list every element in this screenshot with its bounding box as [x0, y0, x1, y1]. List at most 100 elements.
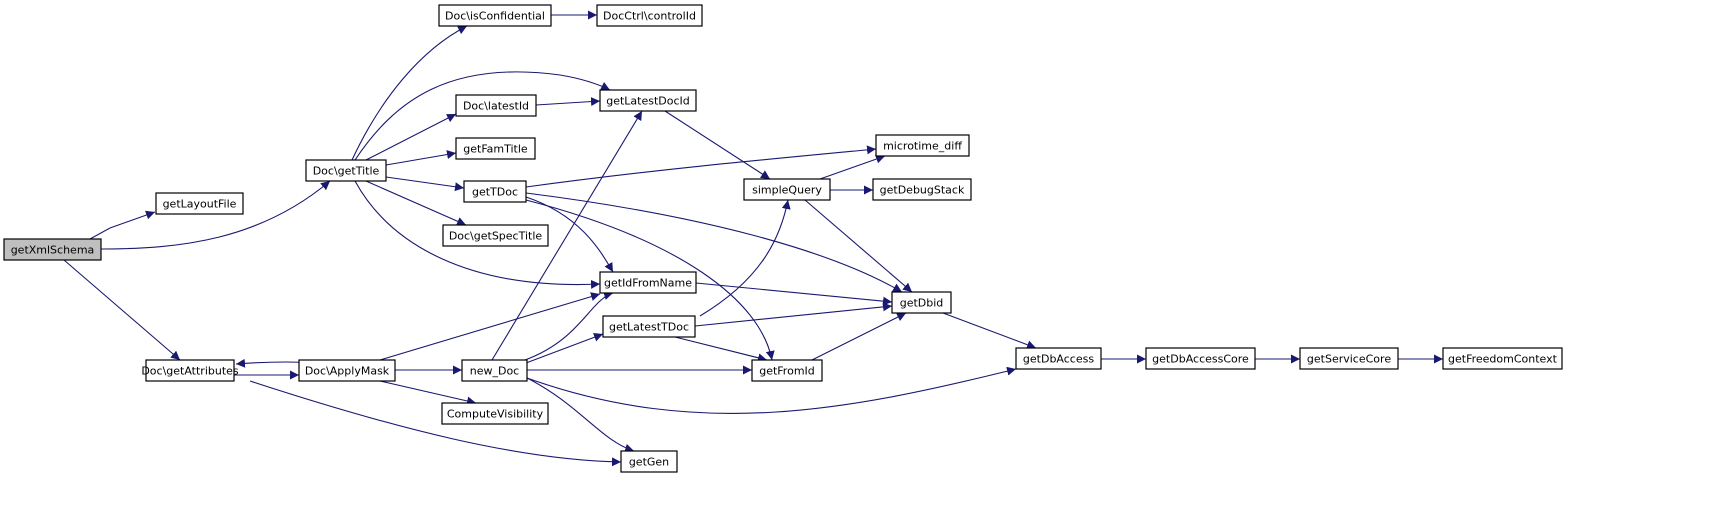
node-label: getLatestDocId [606, 95, 690, 108]
edge-getTDoc-to-getIdFromName [525, 196, 614, 273]
node-getTitle[interactable]: Doc\getTitle [305, 159, 387, 182]
node-label: getIdFromName [604, 277, 692, 290]
edge-getLatestTDoc-to-simpleQuery [699, 199, 791, 317]
node-label: Doc\isConfidential [445, 10, 545, 23]
node-getLayoutFile[interactable]: getLayoutFile [155, 192, 244, 215]
node-getLatestTDoc[interactable]: getLatestTDoc [602, 315, 696, 338]
edge-getTitle-to-getIdFromName [354, 180, 601, 289]
edge-new_Doc-to-getIdFromName [524, 291, 614, 361]
edge-new_Doc-to-getLatestTDoc [525, 332, 604, 364]
node-label: getTDoc [472, 186, 518, 199]
edge-simpleQuery-to-getDbid [804, 199, 913, 293]
node-label: getFreedomContext [1448, 353, 1558, 366]
node-ApplyMask[interactable]: Doc\ApplyMask [298, 359, 396, 382]
edge-getIdFromName-to-getDbid [695, 282, 893, 306]
node-box [155, 192, 244, 215]
edge-latestId-to-getLatestDocId [535, 97, 601, 107]
node-box [872, 178, 972, 201]
node-box [875, 134, 970, 157]
node-label: getDbAccessCore [1152, 353, 1249, 366]
node-label: getLatestTDoc [609, 321, 689, 334]
edge-new_Doc-to-getDbAccess [526, 366, 1017, 414]
edge-ApplyMask-to-getIdFromName [379, 292, 601, 361]
edge-getTitle-to-isConfidential [351, 25, 468, 161]
edge-getXmlSchema-to-getLayoutFile [89, 210, 156, 240]
edge-getLatestDocId-to-simpleQuery [664, 110, 771, 180]
node-label: Doc\ApplyMask [305, 365, 390, 378]
edge-getXmlSchema-to-getAttributes [63, 259, 181, 361]
node-box [442, 224, 549, 247]
node-ComputeVisibility[interactable]: ComputeVisibility [441, 402, 549, 425]
node-getDbAccess[interactable]: getDbAccess [1015, 347, 1102, 370]
nodes-layer: getXmlSchemagetLayoutFileDoc\getTitleDoc… [3, 4, 1563, 473]
edge-getFromId-to-getDbid [811, 312, 907, 361]
edge-getTDoc-to-getDbid [525, 192, 903, 293]
node-box [305, 159, 387, 182]
node-label: getDbid [900, 297, 944, 310]
edge-getLatestTDoc-to-getDbid [694, 302, 893, 327]
node-box [620, 450, 678, 473]
node-box [441, 402, 549, 425]
node-box [463, 180, 527, 203]
node-getFromId[interactable]: getFromId [751, 359, 823, 382]
node-getDbAccessCore[interactable]: getDbAccessCore [1145, 347, 1256, 370]
node-box [3, 238, 102, 261]
node-getFreedomContext[interactable]: getFreedomContext [1442, 347, 1563, 370]
node-label: Doc\getTitle [313, 165, 380, 178]
node-simpleQuery[interactable]: simpleQuery [743, 178, 831, 201]
node-latestId[interactable]: Doc\latestId [455, 94, 537, 117]
node-getGen[interactable]: getGen [620, 450, 678, 473]
node-isConfidential[interactable]: Doc\isConfidential [438, 4, 552, 27]
node-box [743, 178, 831, 201]
node-getLatestDocId[interactable]: getLatestDocId [599, 89, 697, 112]
edge-getDbid-to-getDbAccess [942, 312, 1037, 350]
node-box [599, 89, 697, 112]
edge-new_Doc-to-getLatestDocId [491, 110, 643, 361]
node-getAttributes[interactable]: Doc\getAttributes [141, 359, 239, 382]
node-label: getFromId [759, 365, 815, 378]
node-label: getXmlSchema [11, 244, 95, 257]
node-box [145, 359, 235, 382]
node-box [891, 291, 952, 314]
node-label: Doc\latestId [463, 100, 529, 113]
edge-ApplyMask-to-ComputeVisibility [379, 380, 477, 406]
node-label: getFamTitle [463, 143, 528, 156]
node-getSpecTitle[interactable]: Doc\getSpecTitle [442, 224, 549, 247]
node-new_Doc[interactable]: new_Doc [461, 359, 528, 382]
edge-getTDoc-to-microtime_diff [525, 145, 877, 188]
node-box [1015, 347, 1102, 370]
node-label: getDbAccess [1023, 353, 1094, 366]
node-getXmlSchema[interactable]: getXmlSchema [3, 238, 102, 261]
node-getDbid[interactable]: getDbid [891, 291, 952, 314]
node-label: getDebugStack [880, 184, 965, 197]
node-box [1442, 347, 1563, 370]
node-box [596, 4, 703, 27]
node-box [438, 4, 552, 27]
node-label: Doc\getAttributes [141, 365, 239, 378]
node-label: getGen [629, 456, 669, 469]
node-microtime_diff[interactable]: microtime_diff [875, 134, 970, 157]
node-getTDoc[interactable]: getTDoc [463, 180, 527, 203]
node-getServiceCore[interactable]: getServiceCore [1299, 347, 1399, 370]
edges-layer [63, 10, 1443, 467]
node-box [751, 359, 823, 382]
node-label: Doc\getSpecTitle [449, 230, 543, 243]
node-controlId[interactable]: DocCtrl\controlId [596, 4, 703, 27]
edge-getLatestTDoc-to-getFromId [674, 336, 768, 363]
node-getDebugStack[interactable]: getDebugStack [872, 178, 972, 201]
node-getFamTitle[interactable]: getFamTitle [455, 137, 536, 160]
edge-getTitle-to-getFamTitle [385, 150, 457, 166]
node-label: ComputeVisibility [447, 408, 544, 421]
node-label: simpleQuery [752, 184, 822, 197]
node-label: microtime_diff [883, 140, 962, 153]
node-getIdFromName[interactable]: getIdFromName [599, 271, 697, 294]
edge-new_Doc-to-getGen [526, 377, 635, 453]
edge-getXmlSchema-to-getTitle [100, 180, 331, 250]
edge-getTDoc-to-getFromId [525, 199, 775, 361]
node-box [1299, 347, 1399, 370]
edge-getTitle-to-getTDoc [385, 176, 465, 192]
node-box [298, 359, 396, 382]
edge-getTitle-to-latestId [365, 113, 457, 161]
node-box [602, 315, 696, 338]
